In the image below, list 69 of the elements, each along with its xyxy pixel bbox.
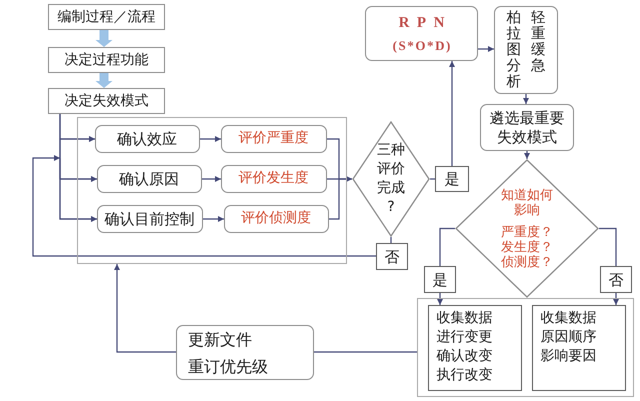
- list-item: 执行改变: [436, 366, 492, 384]
- arrow: [59, 158, 97, 222]
- step-box: [96, 204, 202, 232]
- connector-line: [439, 228, 455, 266]
- step-label: 确认原因: [119, 170, 179, 188]
- decision-label: 知道如何影响: [500, 188, 554, 218]
- list-item: 进行变更: [436, 328, 492, 346]
- arrow: [203, 216, 224, 222]
- step-box: [48, 47, 165, 73]
- step-label: 确认目前控制: [104, 210, 194, 228]
- decision-label: 严重度？发生度？侦测度？: [500, 224, 554, 270]
- list-item: 确认改变: [436, 346, 492, 366]
- group-frame: [77, 117, 347, 264]
- decision-diamond: [352, 121, 430, 237]
- arrow: [329, 176, 352, 220]
- step-box: [220, 164, 326, 192]
- answer-label: 否: [608, 270, 624, 288]
- answer-tag: [600, 266, 632, 293]
- answer-tag: [435, 166, 469, 192]
- step-box: [224, 204, 328, 232]
- step-label: 遴选最重要失效模式: [488, 108, 566, 146]
- arrow: [437, 293, 443, 305]
- group-frame: [417, 298, 634, 397]
- connector-line: [314, 351, 417, 353]
- step-label: 编制过程／流程: [58, 8, 156, 26]
- step-label: 重订优先级: [188, 356, 268, 378]
- step-box: [94, 124, 200, 152]
- step-label: 决定过程功能: [64, 52, 148, 68]
- list-item: 原因顺序: [540, 328, 596, 346]
- formula-box: [365, 6, 478, 61]
- block-arrow: [96, 30, 112, 47]
- answer-tag: [424, 266, 456, 293]
- analysis-box: [494, 6, 558, 94]
- step-box: [48, 88, 165, 114]
- step-box: [48, 4, 165, 30]
- step-box: [480, 104, 574, 151]
- decision-label: 三种评价完成?: [376, 141, 406, 217]
- step-label: 决定失效模式: [64, 92, 148, 110]
- formula-text: RPN: [398, 14, 452, 32]
- formula-text: (S*O*D): [392, 38, 452, 54]
- step-box: [96, 164, 202, 192]
- step-box: [220, 124, 326, 152]
- step-label: 评价发生度: [238, 170, 308, 187]
- connector-line: [599, 228, 617, 266]
- step-label: 更新文件: [188, 328, 252, 350]
- answer-label: 是: [444, 170, 460, 188]
- vertical-label: 轻重缓急: [531, 11, 546, 75]
- arrow: [524, 151, 530, 159]
- vertical-label: 柏拉图分析: [506, 11, 521, 91]
- step-box: [176, 325, 314, 380]
- step-label: 评价严重度: [238, 130, 308, 147]
- arrow: [523, 94, 529, 104]
- arrow: [200, 136, 221, 142]
- step-label: 确认效应: [117, 130, 177, 148]
- action-list-box: [428, 304, 522, 390]
- list-item: 影响要因: [540, 346, 596, 366]
- arrow: [202, 176, 221, 182]
- arrow: [613, 293, 619, 305]
- answer-label: 否: [384, 248, 400, 266]
- arrow: [449, 61, 455, 166]
- answer-label: 是: [432, 270, 448, 288]
- list-item: 收集数据: [436, 308, 492, 328]
- list-item: 收集数据: [540, 308, 596, 328]
- action-list-box: [532, 304, 626, 390]
- arrow: [114, 264, 176, 353]
- answer-tag: [376, 243, 408, 270]
- arrow: [478, 46, 494, 52]
- step-label: 评价侦测度: [241, 210, 311, 227]
- block-arrow: [96, 73, 112, 88]
